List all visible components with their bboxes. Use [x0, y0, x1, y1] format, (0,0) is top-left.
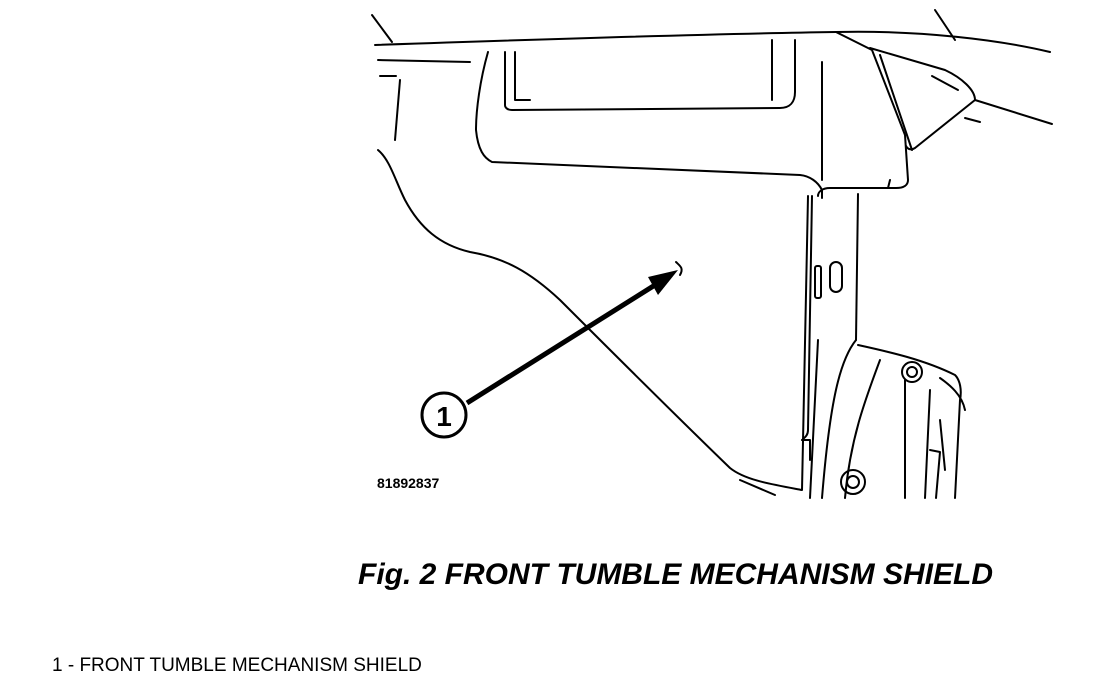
shield-lower-line [739, 479, 776, 496]
bracket-side [887, 179, 891, 189]
frame-member-1 [855, 193, 859, 341]
legend-item: 1 - FRONT TUMBLE MECHANISM SHIELD [52, 655, 422, 676]
bracket-top [817, 31, 909, 197]
lever-edge [974, 99, 1053, 125]
housing-outline [857, 344, 962, 499]
upper-trim-line-3 [371, 14, 393, 43]
shield-slot-2 [829, 261, 843, 293]
bolt-upper [901, 361, 923, 383]
frame-member-2 [809, 339, 819, 499]
bolt-upper-inner [906, 366, 918, 378]
callout-number: 1 [436, 401, 452, 432]
shield-left-edge [394, 79, 401, 141]
housing-slot [929, 449, 941, 499]
opening-inner-2 [514, 51, 531, 101]
upper-trim-line-4 [934, 9, 956, 41]
lever-inner [931, 75, 959, 91]
housing-inner-3 [924, 389, 931, 499]
upper-trim-line [374, 30, 1051, 53]
frame-member-3 [821, 339, 857, 499]
callout-arrow [465, 270, 678, 406]
bolt-lower [840, 469, 866, 495]
shield-bottom-tab [802, 439, 811, 461]
shield-slot-1 [814, 265, 822, 299]
lever-edge-2 [964, 117, 981, 123]
lever-outer [869, 47, 976, 151]
housing-inner-4 [939, 419, 946, 471]
bolt-lower-inner [846, 475, 860, 489]
shield-outline [377, 149, 809, 491]
opening-inner [504, 39, 796, 111]
housing-rim [939, 377, 966, 411]
opening-outer [475, 51, 823, 199]
figure-caption: Fig. 2 FRONT TUMBLE MECHANISM SHIELD [358, 558, 993, 591]
callout-marker: 1 [420, 391, 468, 439]
part-number: 81892837 [377, 475, 440, 491]
upper-trim-line-2 [377, 59, 471, 63]
bracket-top-2 [879, 54, 913, 151]
target-tick [675, 261, 683, 276]
